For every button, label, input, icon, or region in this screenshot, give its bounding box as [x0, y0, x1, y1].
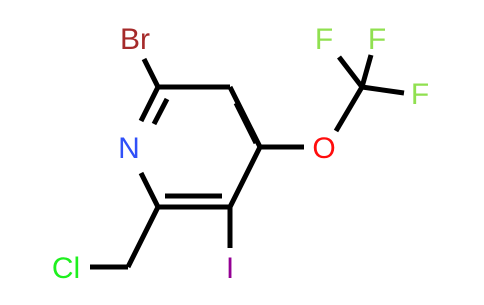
fluorine-label-3: F — [411, 78, 429, 111]
bond-c2-n — [138, 171, 161, 209]
bond-c6-br — [141, 57, 161, 89]
bromine-label: Br — [120, 23, 150, 56]
bond-c5-c4-double — [233, 101, 259, 145]
bond-cf3-f3 — [361, 84, 405, 96]
bond-n-c6 — [138, 85, 161, 123]
iodine-label: I — [226, 252, 234, 285]
bond-cf3-f1 — [337, 55, 364, 89]
chlorine-label: Cl — [52, 252, 80, 285]
oxygen-label: O — [312, 132, 335, 165]
bond-cf3-f2 — [359, 54, 374, 88]
bond-o-cf3 — [333, 85, 365, 133]
bond-c4-c3 — [227, 145, 263, 209]
fluorine-label-1: F — [315, 23, 333, 56]
nitrogen-label: N — [118, 132, 140, 165]
fluorine-label-2: F — [368, 23, 386, 56]
bond-n-c6-double — [151, 97, 170, 126]
bond-c2-ch2 — [125, 205, 161, 269]
